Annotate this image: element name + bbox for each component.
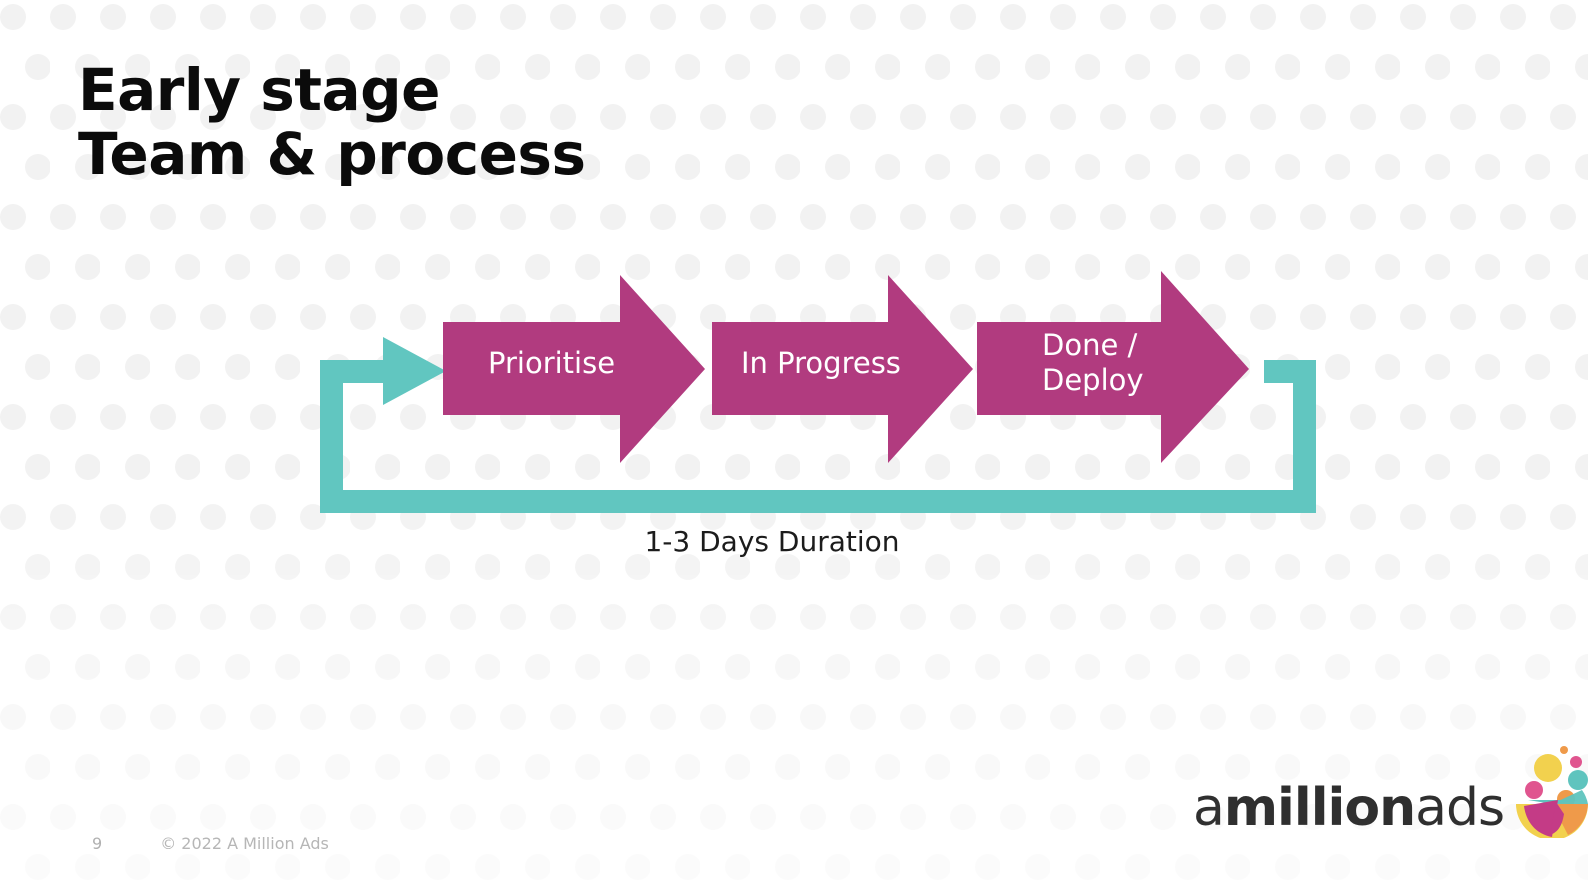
logo-dot-orange-small [1560,746,1569,754]
page-number: 9 [92,834,103,853]
logo-dot-teal [1568,770,1588,790]
logo-dot-pink-small [1570,756,1583,768]
page-title: Early stage Team & process [78,56,586,188]
footer: 9 © 2022 A Million Ads [92,834,329,853]
logo-wordmark: amillionads [1193,782,1505,834]
loop-duration-caption: 1-3 Days Duration [644,525,900,558]
logo-dot-pink [1525,781,1544,799]
amillionads-logo: amillionads [1193,742,1588,838]
stage-arrow-in-progress[interactable] [712,275,973,463]
logo-cone [1516,790,1588,838]
stage-arrow-done-deploy[interactable] [977,271,1249,463]
title-line-1: Early stage [78,56,440,124]
logo-word-a: a [1193,778,1225,838]
logo-word-million: million [1223,778,1416,838]
copyright-notice: © 2022 A Million Ads [160,834,329,853]
stage-arrow-prioritise[interactable] [443,275,705,463]
logo-dot-yellow [1534,754,1563,782]
title-line-2: Team & process [78,120,586,188]
logo-word-ads: ads [1415,778,1505,838]
logo-confetti-cone-icon [1516,746,1588,838]
